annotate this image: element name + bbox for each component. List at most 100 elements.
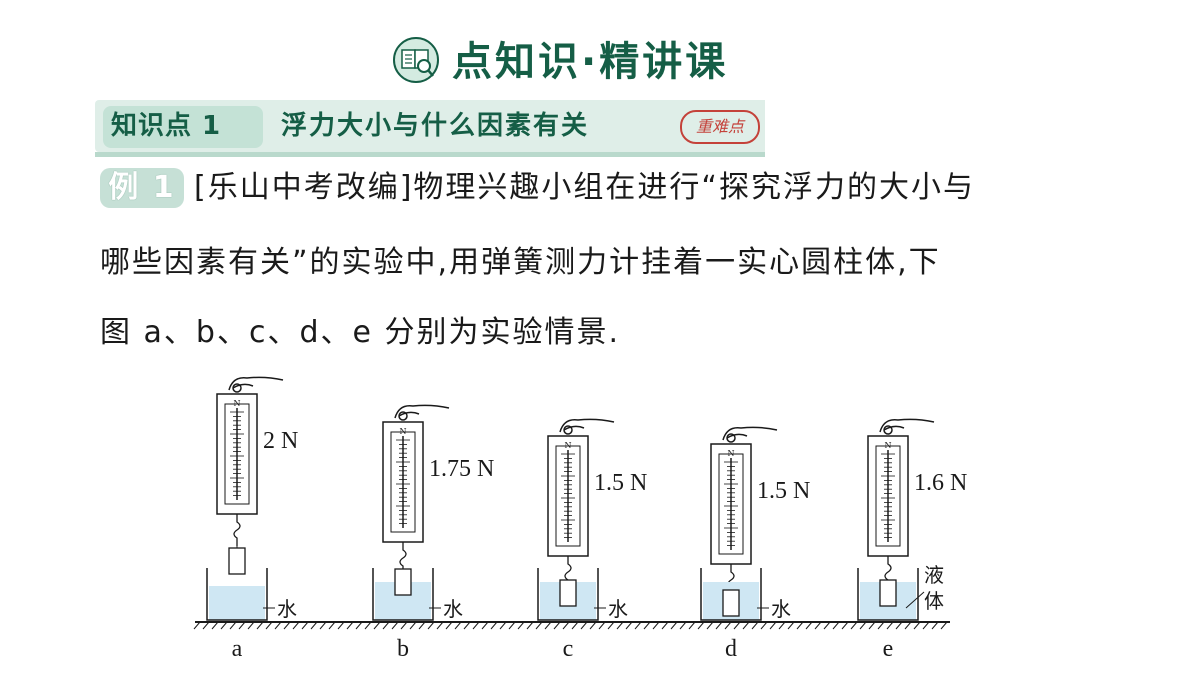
ground-hatch <box>535 621 543 630</box>
ground-hatch <box>724 621 732 630</box>
ground-hatch <box>760 621 768 630</box>
ground-hatch <box>391 621 399 630</box>
ground-hatch <box>625 621 633 630</box>
scale-reading: 1.75 N <box>429 456 494 482</box>
ground-hatch <box>733 621 741 630</box>
ground-hatch <box>832 621 840 630</box>
ground-hatch <box>886 621 894 630</box>
ground-hatch <box>868 621 876 630</box>
ground-hatch <box>895 621 903 630</box>
ground-hatch <box>643 621 651 630</box>
ground-hatch <box>301 621 309 630</box>
liquid-label: 水 <box>443 597 463 621</box>
ground-hatch <box>769 621 777 630</box>
scale-reading: 2 N <box>263 428 298 454</box>
difficulty-stamp: 重难点 <box>680 110 760 144</box>
ground-hatch <box>697 621 705 630</box>
ground-hatch <box>445 621 453 630</box>
unit-label: N <box>234 399 241 408</box>
ground-hatch <box>904 621 912 630</box>
ground-hatch <box>292 621 300 630</box>
liquid-pointer <box>905 591 925 609</box>
ground-hatch <box>229 621 237 630</box>
ground-hatch <box>355 621 363 630</box>
example-badge: 例 1 <box>100 168 184 208</box>
ground-hatch <box>382 621 390 630</box>
example-line-1: 例 1[乐山中考改编]物理兴趣小组在进行“探究浮力的大小与 <box>100 168 975 208</box>
top-hook <box>563 425 573 435</box>
ground-hatch <box>517 621 525 630</box>
ground-hatch <box>679 621 687 630</box>
ground-hatch <box>499 621 507 630</box>
liquid-label: 液 <box>924 563 944 587</box>
ground-hatch <box>562 621 570 630</box>
ground-hatch <box>211 621 219 630</box>
setup-b: N1.75 N水b <box>372 404 494 662</box>
ground-hatch <box>472 621 480 630</box>
unit-label: N <box>565 441 572 450</box>
bottom-hook <box>233 514 241 546</box>
ground-hatch <box>337 621 345 630</box>
ground-hatch <box>787 621 795 630</box>
hand-icon <box>228 376 284 391</box>
ground-hatch <box>796 621 804 630</box>
setup-letter: c <box>563 636 574 662</box>
ground-hatch <box>814 621 822 630</box>
liquid-label: 水 <box>771 597 791 621</box>
ground-hatch <box>706 621 714 630</box>
cylinder <box>394 568 412 596</box>
knowledge-point-bar: 知识点 1 浮力大小与什么因素有关 重难点 <box>95 100 765 157</box>
ground <box>193 621 950 630</box>
liquid <box>209 586 265 620</box>
spring-scale-window <box>390 431 416 533</box>
ground-hatch <box>283 621 291 630</box>
ground-hatch <box>661 621 669 630</box>
cylinder <box>879 579 897 607</box>
ground-hatch <box>490 621 498 630</box>
ground-hatch <box>931 621 939 630</box>
ground-hatch <box>310 621 318 630</box>
cylinder <box>228 547 246 575</box>
ground-hatch <box>328 621 336 630</box>
hand-icon <box>559 418 615 433</box>
beaker <box>206 568 268 621</box>
example-line-3: 图 a、b、c、d、e 分别为实验情景. <box>100 315 621 350</box>
ground-hatch <box>607 621 615 630</box>
unit-label: N <box>728 449 735 458</box>
ground-hatch <box>940 621 948 630</box>
page-title: 点知识·精讲课 <box>452 39 729 85</box>
top-hook <box>398 411 408 421</box>
ground-hatch <box>427 621 435 630</box>
hand-icon <box>394 404 450 419</box>
ground-hatch <box>805 621 813 630</box>
book-magnifier-icon <box>393 37 439 83</box>
ground-hatch <box>778 621 786 630</box>
scale-reading: 1.6 N <box>914 470 967 496</box>
ground-hatch <box>373 621 381 630</box>
ground-hatch <box>913 621 921 630</box>
knowledge-point-label: 知识点 1 <box>111 111 222 141</box>
ground-hatch <box>589 621 597 630</box>
ground-hatch <box>652 621 660 630</box>
example-line-2: 哪些因素有关”的实验中,用弹簧测力计挂着一实心圆柱体,下 <box>100 245 941 280</box>
bottom-hook <box>564 556 572 588</box>
ground-hatch <box>193 621 201 630</box>
ground-hatch <box>436 621 444 630</box>
ground-hatch <box>850 621 858 630</box>
ground-hatch <box>598 621 606 630</box>
ground-hatch <box>553 621 561 630</box>
bottom-hook <box>884 556 892 588</box>
ground-hatch <box>274 621 282 630</box>
ground-hatch <box>742 621 750 630</box>
beaker <box>537 568 599 621</box>
unit-label: N <box>885 441 892 450</box>
ground-hatch <box>256 621 264 630</box>
ground-hatch <box>409 621 417 630</box>
top-hook <box>232 383 242 393</box>
setup-d: N1.5 N水d <box>700 426 810 662</box>
spring-scale-window <box>718 453 744 555</box>
ground-hatch <box>859 621 867 630</box>
ground-hatch <box>715 621 723 630</box>
